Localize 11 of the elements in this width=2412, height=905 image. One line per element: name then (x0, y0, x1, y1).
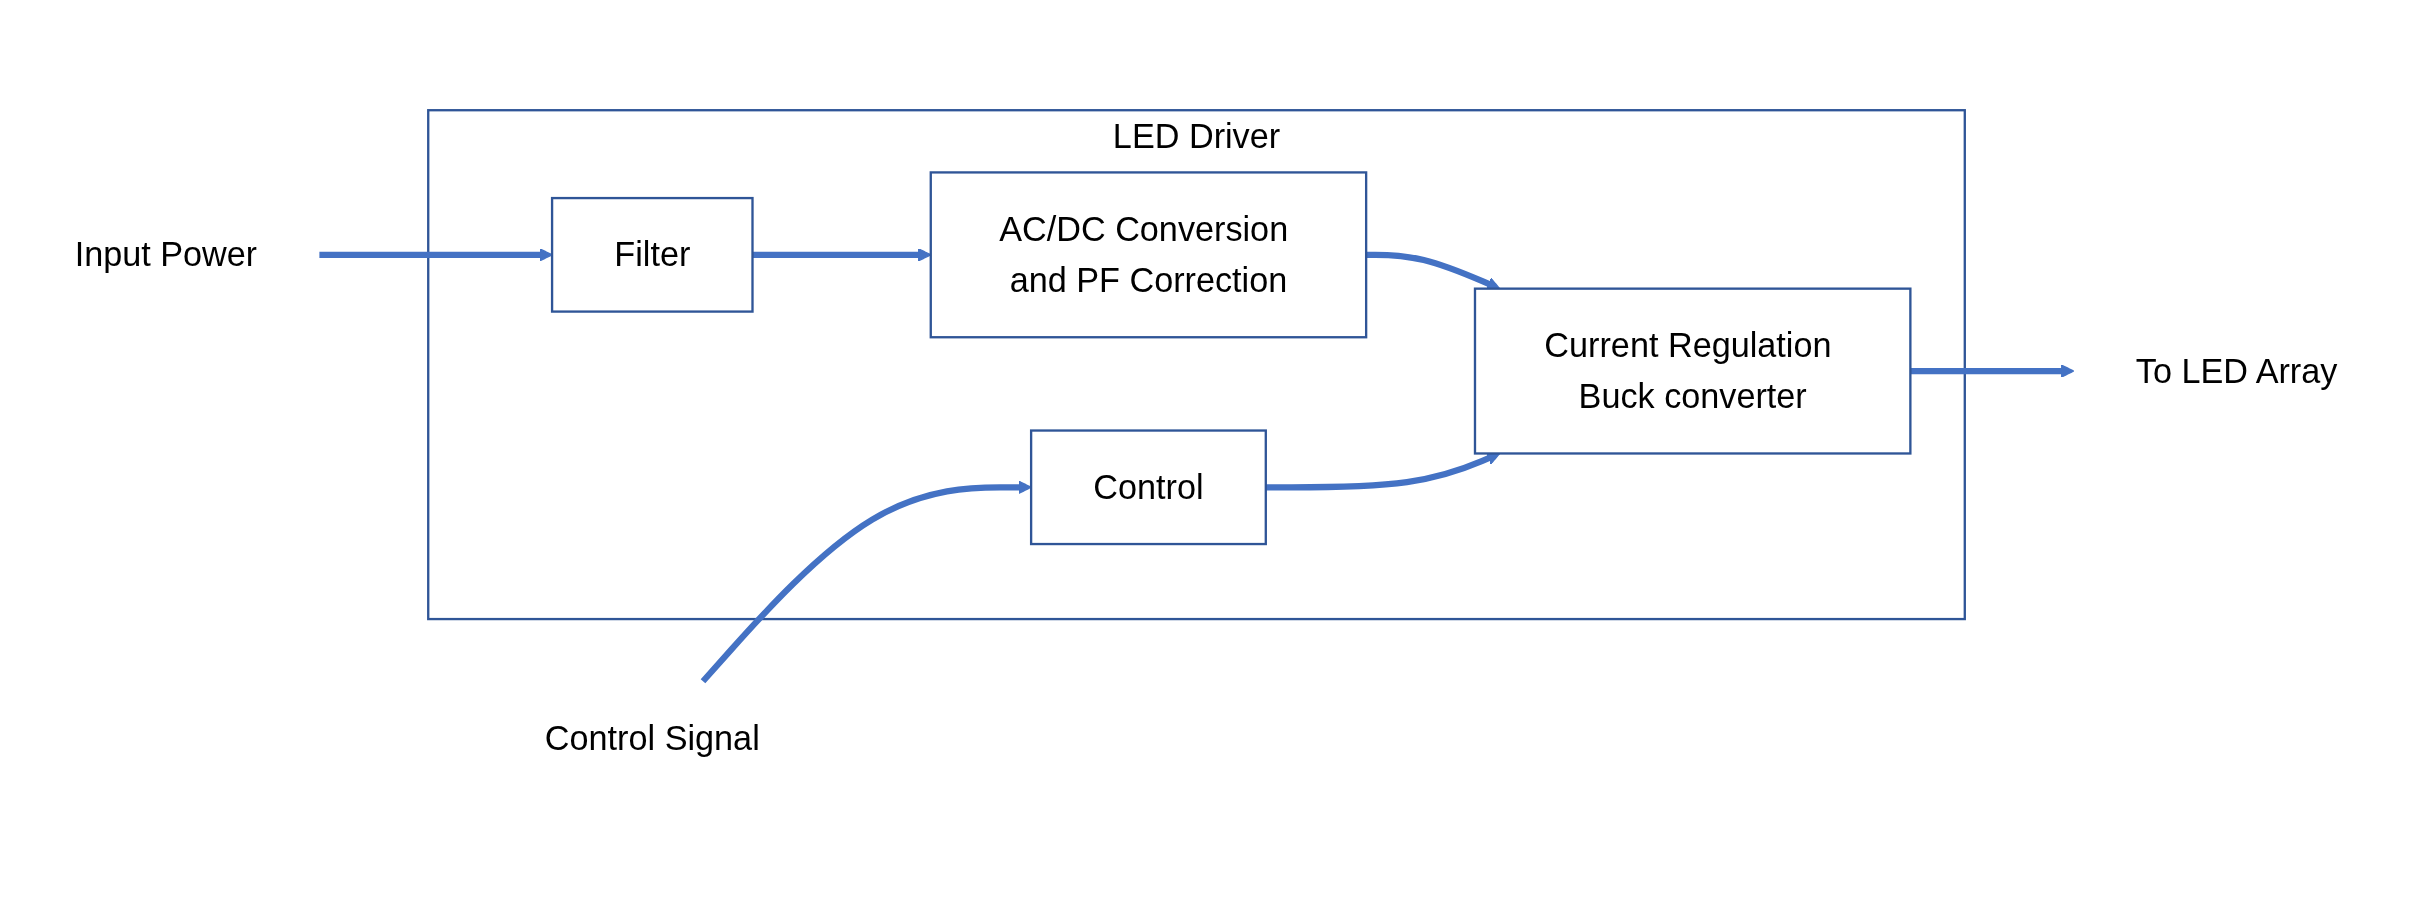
node-text: Input Power (74, 235, 258, 275)
node-box: Current Regulation Buck converter (1473, 287, 1912, 455)
node-box: Filter (550, 196, 754, 313)
arrow (1265, 452, 1501, 491)
node-box: AC/DC Conversion and PF Correction (929, 171, 1368, 339)
node-box: Control (1029, 429, 1267, 546)
arrow (700, 480, 1032, 684)
arrow (319, 248, 553, 262)
node-text: Control Signal (544, 718, 760, 758)
arrow (1910, 364, 2075, 378)
node-text: To LED Array (2135, 351, 2338, 391)
